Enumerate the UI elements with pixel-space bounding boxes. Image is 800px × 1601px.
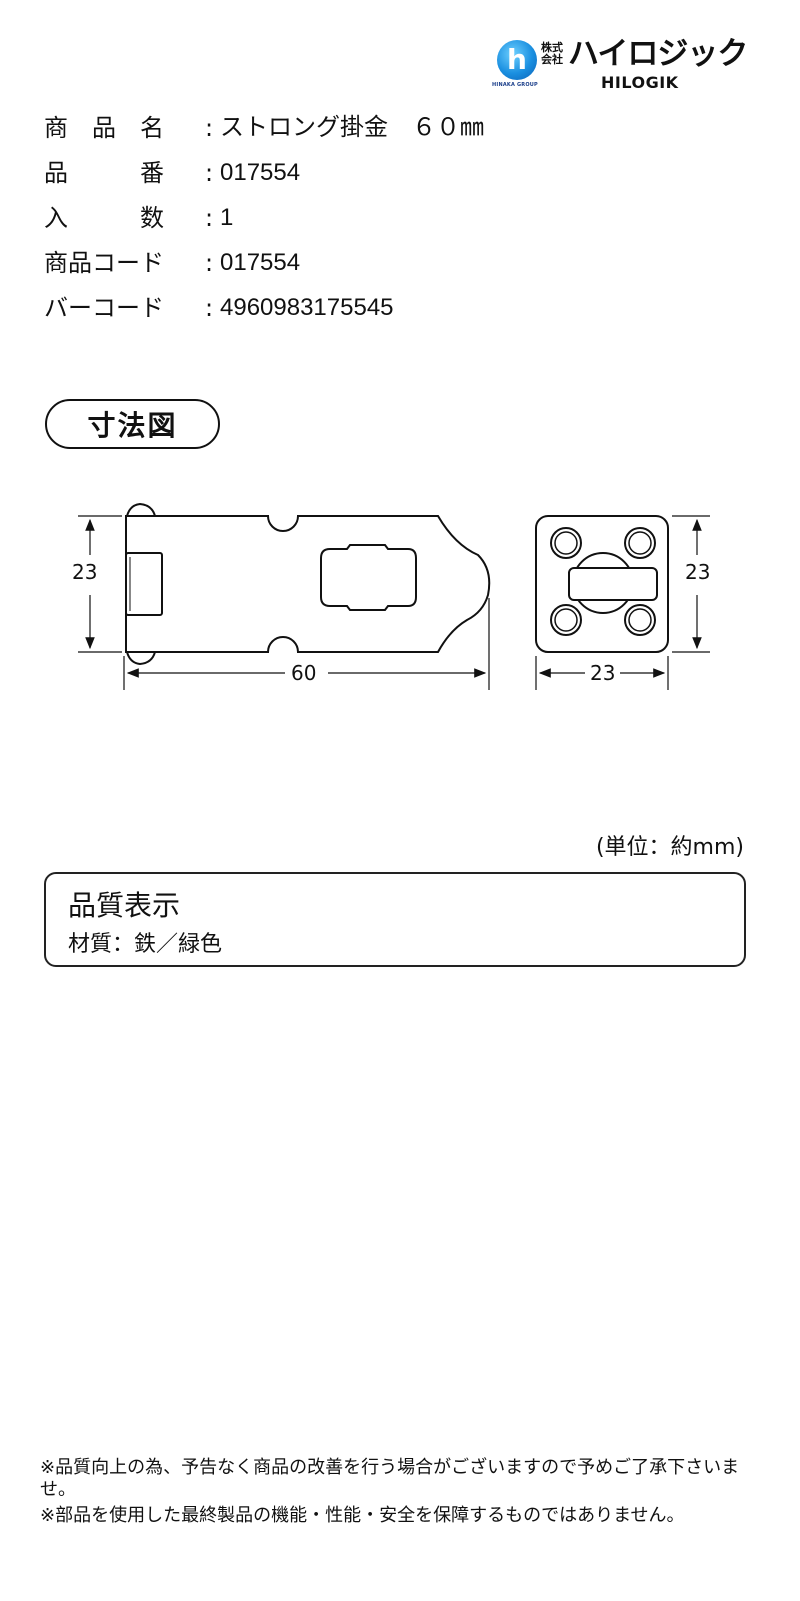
spec-row-product-name: 商 品 名 : ストロング掛金 ６０㎜ [44, 112, 484, 144]
spec-colon: : [204, 114, 214, 142]
spec-label: 入 数 [44, 204, 164, 232]
brand-company-type: 株式会社 [541, 41, 563, 66]
dimension-diagram [78, 502, 710, 690]
spec-value: 017554 [220, 249, 301, 276]
dimension-section-title: 寸法図 [45, 399, 220, 449]
note-liability: ※部品を使用した最終製品の機能・性能・安全を保障するものではありません。 [40, 1505, 685, 1526]
spec-label: バーコード [44, 294, 164, 322]
front-length-label: 60 [291, 661, 317, 685]
spec-label: 商 品 名 [44, 114, 164, 142]
spec-colon: : [204, 159, 214, 187]
spec-value: 017554 [220, 159, 301, 186]
spec-colon: : [204, 294, 214, 322]
spec-value: ストロング掛金 ６０㎜ [220, 114, 484, 141]
quality-title: 品質表示 [68, 889, 181, 922]
spec-row-quantity: 入 数 : 1 [44, 202, 233, 234]
note-improvement: ※品質向上の為、予告なく商品の改善を行う場合がございますので予めご了承下さいませ… [40, 1457, 740, 1500]
front-height-label: 23 [72, 560, 98, 584]
brand-name-en: HILOGIK [601, 73, 679, 92]
spec-row-barcode: バーコード : 4960983175545 [44, 292, 394, 324]
hasp-front-view [125, 502, 491, 666]
hasp-side-view [535, 515, 669, 653]
brand-name-jp: ハイロジック [568, 36, 748, 72]
quality-box: 品質表示 材質：鉄／緑色 [44, 872, 746, 967]
quality-material: 材質：鉄／緑色 [68, 932, 223, 957]
side-width-label: 23 [590, 661, 616, 685]
spec-value: 1 [220, 204, 234, 231]
brand-logo-icon: h [497, 40, 537, 80]
spec-value: 4960983175545 [220, 294, 394, 321]
spec-label: 商品コード [44, 249, 164, 277]
side-height-label: 23 [685, 560, 711, 584]
brand-group-name: HINAKA GROUP [492, 82, 538, 88]
logo-letter: h [507, 43, 527, 76]
spec-label: 品 番 [44, 159, 164, 187]
spec-row-item-number: 品 番 : 017554 [44, 157, 300, 189]
spec-row-product-code: 商品コード : 017554 [44, 247, 300, 279]
spec-colon: : [204, 249, 214, 277]
unit-label: (単位：約mm) [595, 835, 744, 860]
spec-colon: : [204, 204, 214, 232]
